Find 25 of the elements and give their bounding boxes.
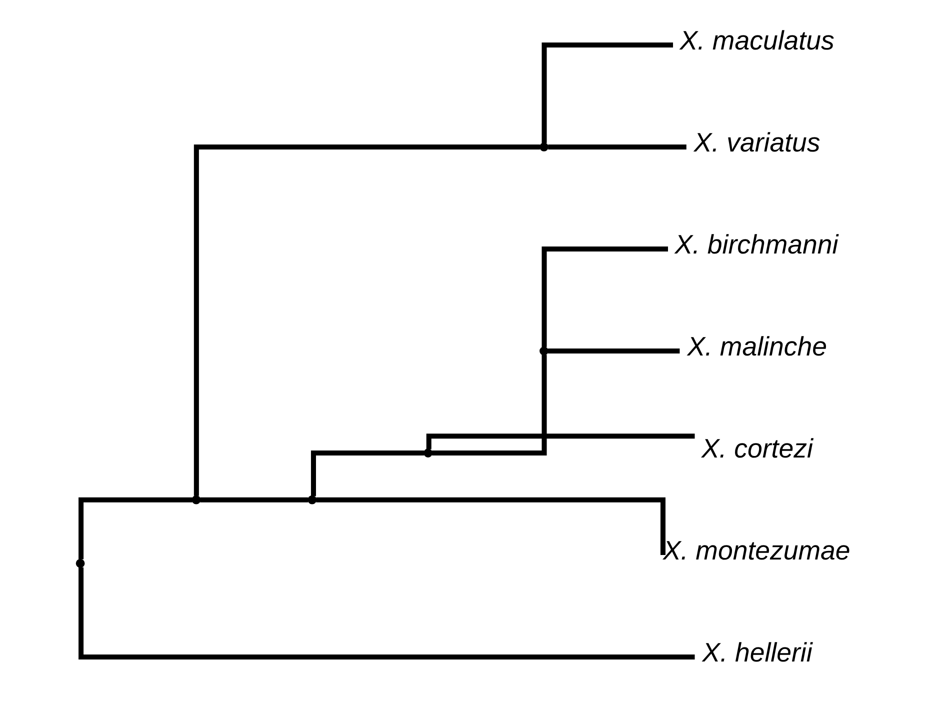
connector — [548, 144, 686, 150]
node-point — [76, 558, 85, 568]
connector — [542, 42, 674, 144]
node-point — [540, 346, 548, 356]
node-point — [424, 448, 432, 458]
connector — [426, 434, 695, 450]
connector — [432, 354, 547, 456]
node-text: X. malinche — [687, 332, 827, 362]
node-point — [308, 495, 317, 504]
node-point — [192, 495, 201, 504]
connector — [194, 144, 540, 496]
node-text: X. variatus — [694, 128, 820, 158]
node-point — [540, 142, 548, 152]
connector — [310, 450, 424, 496]
connector — [542, 246, 668, 348]
connector — [548, 348, 680, 354]
connector — [200, 497, 308, 502]
node-text: X. montezumae — [662, 536, 850, 566]
connector — [316, 497, 666, 556]
node-text: X. hellerii — [702, 638, 812, 668]
node-text: X. maculatus — [680, 26, 834, 56]
node-text: X. birchmanni — [674, 230, 838, 260]
node-text: X. cortezi — [701, 434, 813, 464]
connector — [78, 567, 695, 660]
connector — [78, 497, 192, 560]
